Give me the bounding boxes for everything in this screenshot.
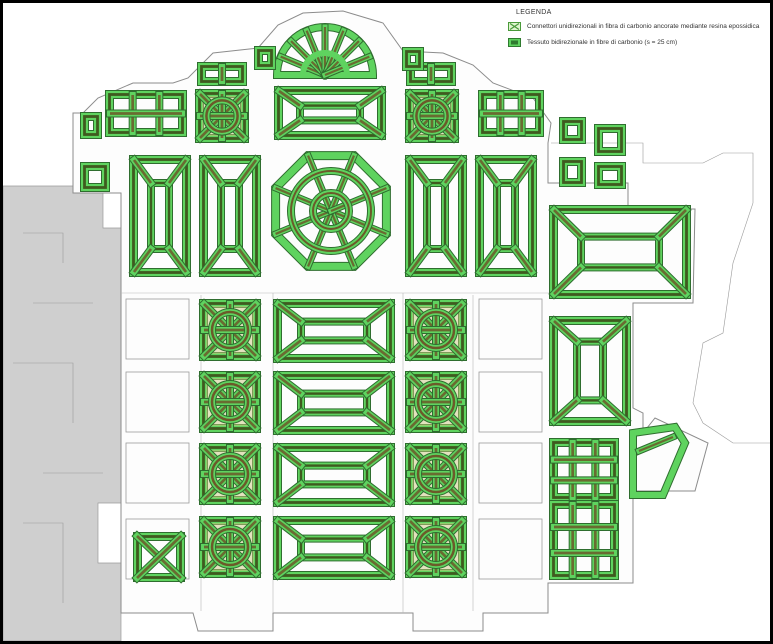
nave-dome-left-1 [198,298,262,362]
chapel-right-4 [594,162,626,189]
nave-dome-right-2 [404,370,468,434]
connector-swatch-icon [508,21,521,31]
vault-north-2 [198,154,262,278]
chapel-east-large [548,204,692,300]
watermark: michelecappiello.it [643,613,760,627]
chapel-north-left [105,90,187,137]
nave-vault-3 [272,442,396,508]
nave-dome-right-3 [404,442,468,506]
nave-dome-right-4 [404,515,468,579]
chapel-west-small [131,530,187,584]
nave-vault-1 [272,298,396,364]
small-vault-right [406,62,456,86]
carbon-fiber-reinforcements [80,23,692,584]
legend-label-connectors: Connettori unidirezionali in fibra di ca… [527,22,760,30]
apse-half-dome [272,23,378,80]
nave-vault-2 [272,370,396,436]
chapel-east-middle [548,315,632,427]
chapel-east-lower-2 [549,500,619,580]
chapel-right-2 [559,157,586,187]
nave-dome-right-1 [404,298,468,362]
nave-dome-left-2 [198,370,262,434]
chapel-left-1 [80,112,102,139]
vault-north-3 [404,154,468,278]
vault-apse-side-left [254,46,276,70]
nave-dome-left-3 [198,442,262,506]
dome-choir-right [404,88,460,144]
legend-item-fabric: Tessuto bidirezionale in fibre di carbon… [508,36,677,48]
nave-vault-4 [272,515,396,581]
vault-north-4 [474,154,538,278]
vault-choir [273,85,387,141]
octagonal-dome [270,150,392,272]
chapel-north-right [478,90,544,137]
chapel-right-3 [594,124,626,156]
vault-apse-side-right [402,47,424,71]
floor-plan [3,10,770,641]
chapel-right-1 [559,117,586,144]
chapel-east-lower-1 [549,438,619,502]
small-vault-left [197,62,247,86]
fabric-swatch-icon [508,37,521,47]
legend-item-connectors: Connettori unidirezionali in fibra di ca… [508,20,759,32]
nave-dome-left-4 [198,515,262,579]
chapel-left-2 [80,162,110,192]
legend-label-fabric: Tessuto bidirezionale in fibre di carbon… [527,38,678,46]
dome-choir-left [194,88,250,144]
chapel-east-trapezoid [629,422,690,499]
legend-title: LEGENDA [516,9,552,16]
vault-north-1 [128,154,192,278]
plan-canvas: LEGENDA Connettori unidirezionali in fib… [3,3,770,641]
